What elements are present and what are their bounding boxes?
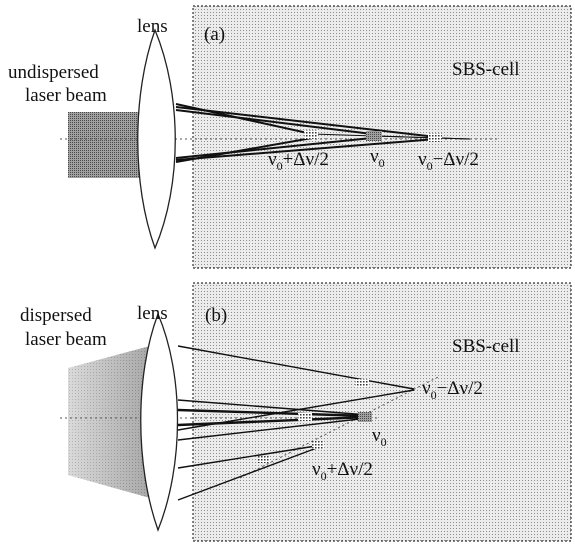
lens-label-a: lens (137, 16, 168, 37)
freq-center-label-b: ν0 (372, 425, 387, 449)
freq-plus-label-a: ν0+Δν/2 (268, 149, 329, 173)
beam-label-a-line2: laser beam (25, 85, 107, 106)
freq-minus-label-b: ν0−Δν/2 (422, 378, 483, 402)
focus-center-b (358, 412, 372, 422)
lens-b (140, 312, 179, 532)
sbs-cell-label-b: SBS-cell (452, 336, 520, 357)
focus-minus-b (355, 379, 369, 387)
freq-center-label-a: ν0 (370, 146, 385, 170)
rays-b (177, 345, 415, 501)
focus-mid-b (298, 413, 312, 421)
panel-label-b: (b) (205, 305, 227, 326)
lens-a (137, 28, 176, 250)
beam-label-b-line2: laser beam (25, 329, 107, 350)
panel-b: lens (b) SBS-cell dispersed laser beam ν… (20, 282, 572, 542)
sbs-cell-label-a: SBS-cell (452, 59, 520, 80)
focus-center-a (366, 131, 382, 141)
freq-minus-label-a: ν0−Δν/2 (418, 149, 479, 173)
rays-a (175, 103, 471, 163)
lens-label-b: lens (137, 303, 168, 324)
focus-minus-a (428, 133, 442, 142)
panel-a: lens (a) SBS-cell undispersed laser beam… (8, 5, 572, 269)
focus-plus-b (312, 441, 324, 449)
focus-low-b (258, 456, 270, 463)
focus-plus-a (304, 130, 318, 139)
freq-plus-label-b: ν0+Δν/2 (312, 459, 373, 483)
beam-label-b-line1: dispersed (20, 305, 92, 326)
panel-label-a: (a) (204, 24, 225, 45)
beam-label-a-line1: undispersed (8, 62, 99, 83)
